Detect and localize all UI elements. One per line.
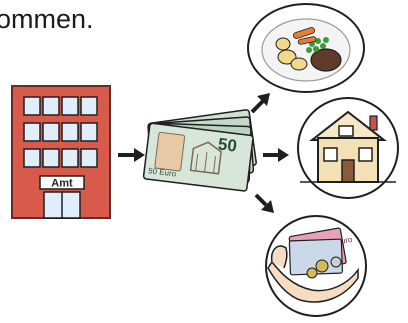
banknote-value-large: 50 xyxy=(217,135,238,156)
plate-of-food-icon xyxy=(248,4,364,92)
arrow-right-icon xyxy=(118,148,145,162)
office-building-icon: Amt xyxy=(12,86,110,218)
arrow-down-right-icon xyxy=(256,195,274,213)
euro-banknotes-icon: 50 50 Euro xyxy=(143,110,256,192)
arrow-right-icon xyxy=(263,148,289,162)
hand-with-money-icon: 10 Euro xyxy=(266,216,366,316)
arrow-up-right-icon xyxy=(252,93,270,112)
building-sign-label: Amt xyxy=(51,178,73,190)
house-icon xyxy=(298,98,398,198)
